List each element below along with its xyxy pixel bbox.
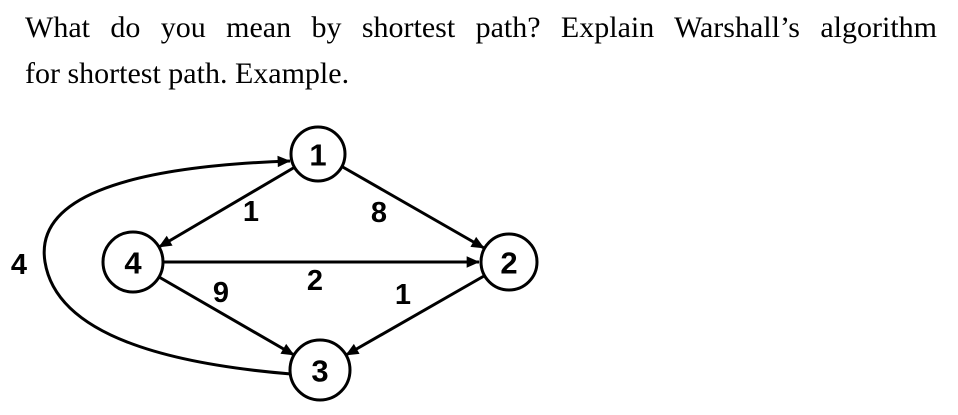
edge-weight-1-2: 8 — [371, 197, 387, 229]
edge-3-1 — [42, 155, 292, 376]
edge-2-3 — [345, 274, 485, 357]
node-4 — [101, 230, 165, 294]
question-line-2: for shortest path. Example. — [25, 57, 350, 90]
edge-4-3 — [158, 275, 295, 357]
edge-weight-2-3: 1 — [395, 279, 411, 311]
edge-1-4 — [158, 165, 296, 249]
node-2 — [479, 232, 539, 292]
edge-weight-3-1: 4 — [11, 249, 27, 281]
node-1 — [289, 125, 347, 183]
question-text: What do you mean by shortest path? Expla… — [25, 5, 937, 97]
node-1-label: 1 — [309, 138, 326, 173]
node-3 — [288, 338, 352, 402]
edge-weight-4-3: 9 — [213, 277, 229, 309]
edge-weight-1-4: 1 — [243, 196, 259, 228]
node-4-label: 4 — [124, 246, 142, 281]
edge-weight-4-2: 2 — [307, 265, 323, 297]
node-3-label: 3 — [311, 354, 328, 389]
question-line-1: What do you mean by shortest path? Expla… — [25, 11, 937, 44]
node-2-label: 2 — [500, 246, 517, 281]
edge-1-2 — [340, 164, 485, 250]
nodes-layer: 1 2 3 4 — [101, 125, 539, 402]
edges-layer: 1 8 2 9 1 4 — [11, 155, 485, 376]
